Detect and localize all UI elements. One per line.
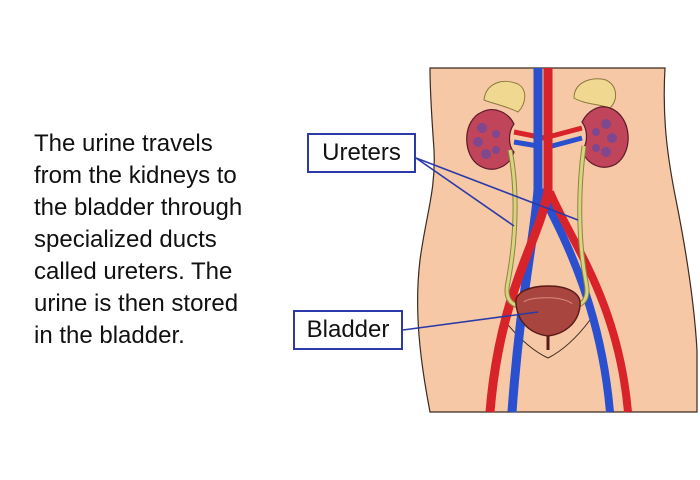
caption-line: in the bladder. bbox=[34, 322, 185, 349]
ureters-label: Ureters bbox=[307, 133, 416, 173]
caption-line: The urine travels bbox=[34, 130, 213, 157]
caption-line: specialized ducts bbox=[34, 226, 217, 253]
ureter-left-inner bbox=[505, 149, 529, 308]
kidney-right bbox=[581, 106, 629, 168]
aorta bbox=[485, 68, 553, 413]
adrenal-gland-right bbox=[573, 78, 616, 109]
caption-line: from the kidneys to bbox=[34, 162, 237, 189]
torso-outline bbox=[417, 67, 698, 413]
ureters-leader-line-left bbox=[415, 157, 515, 227]
groin-line-right bbox=[547, 319, 591, 359]
caption-line: the bladder through bbox=[34, 194, 243, 221]
caption-line: urine is then stored bbox=[34, 290, 239, 317]
renal-artery-right bbox=[551, 125, 583, 139]
iliac-artery-right bbox=[546, 190, 632, 413]
adrenal-gland-left bbox=[483, 80, 526, 113]
vena-cava bbox=[507, 68, 543, 413]
renal-vein-right bbox=[551, 135, 583, 149]
caption-line: called ureters. The bbox=[34, 258, 233, 285]
bladder-label: Bladder bbox=[293, 310, 403, 350]
explanation-text: The urine travels from the kidneys to th… bbox=[34, 128, 292, 352]
bladder-leader-line bbox=[402, 311, 539, 331]
bladder-wall-texture bbox=[523, 297, 573, 305]
kidney-right-medulla bbox=[592, 119, 617, 157]
kidney-left-medulla bbox=[473, 123, 500, 159]
ureters-leader-line-right bbox=[415, 157, 579, 221]
